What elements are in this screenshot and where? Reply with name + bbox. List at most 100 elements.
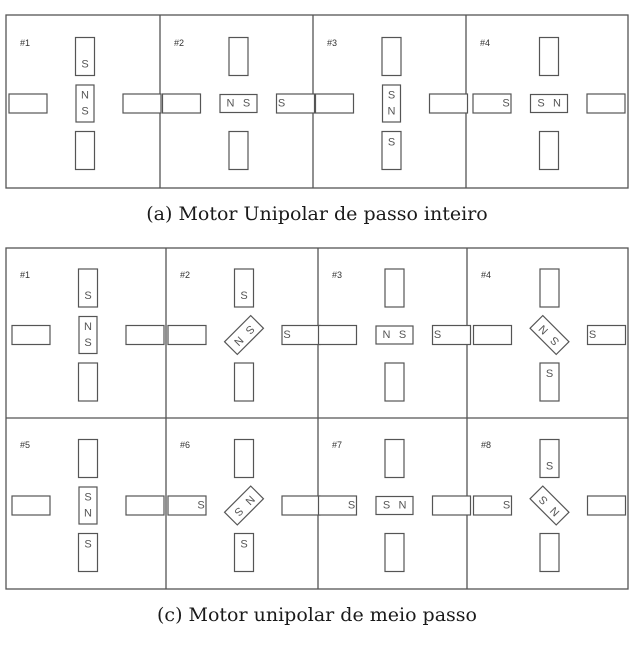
rotor-magnet: SN [529, 314, 570, 356]
step-label: #3 [327, 38, 337, 48]
pole-polarity-right: S [434, 329, 441, 341]
stator-pole-right [586, 93, 626, 114]
stator-pole-bottom [233, 362, 255, 402]
stator-pole-top [384, 438, 405, 479]
pole-polarity-right: S [589, 329, 596, 341]
stator-pole-left [314, 93, 355, 114]
stator-pole-right [428, 93, 469, 114]
pole-polarity-left: S [348, 500, 355, 512]
stator-pole-left [8, 93, 48, 114]
step-label: #4 [481, 270, 491, 280]
pole-polarity-left: S [503, 500, 510, 512]
step-label: #2 [180, 270, 190, 280]
rotor-magnet: NS [78, 315, 98, 355]
stator-pole-left [167, 324, 207, 346]
figure-frame [5, 14, 629, 189]
rotor-pole-label: S [383, 500, 390, 512]
stator-pole-top [77, 268, 99, 308]
stator-pole-bottom [384, 362, 405, 402]
rotor-pole-label: S [84, 492, 91, 504]
stator-pole-bottom [74, 130, 96, 171]
step-label: #6 [180, 440, 190, 450]
stator-pole-right [431, 324, 472, 346]
stator-pole-left [161, 93, 202, 114]
stator-pole-top [539, 438, 560, 479]
pole-polarity-right: S [283, 329, 290, 341]
stator-pole-right [281, 495, 321, 516]
step-label: #2 [174, 38, 184, 48]
stator-pole-bottom [381, 130, 402, 171]
rotor-pole-label: N [399, 500, 407, 512]
stator-pole-left [317, 495, 358, 516]
pole-polarity-bottom: S [240, 539, 247, 551]
pole-polarity-left: S [502, 98, 509, 110]
rotor-pole-label: N [383, 329, 391, 341]
stator-pole-left [11, 495, 51, 516]
step-panel-2: #2S S SN [167, 268, 321, 402]
rotor-pole-label: N [227, 98, 235, 110]
rotor-magnet: NS [529, 93, 569, 114]
stator-pole-bottom [228, 130, 249, 171]
rotor-pole-label: S [399, 329, 406, 341]
stator-pole-left [472, 495, 513, 516]
stator-pole-right [125, 324, 165, 346]
rotor-magnet: NS [75, 84, 95, 123]
stator-pole-bottom [539, 362, 560, 402]
rotor-pole-label: N [388, 106, 396, 118]
pole-polarity-left: S [197, 500, 204, 512]
pole-polarity-bottom: S [84, 539, 91, 551]
rotor-magnet: SN [78, 486, 98, 525]
stator-pole-right [586, 324, 627, 346]
rotor-pole-label: S [388, 90, 395, 102]
step-label: #8 [481, 440, 491, 450]
stator-pole-left [472, 324, 513, 346]
pole-polarity-top: S [546, 461, 553, 473]
rotor-pole-label: N [84, 508, 92, 520]
rotor-magnet: SN [223, 314, 265, 356]
step-label: #1 [20, 38, 30, 48]
figure-caption-a: (a) Motor Unipolar de passo inteiro [146, 203, 488, 225]
rotor-magnet: NS [223, 485, 265, 526]
rotor-pole-label: S [81, 106, 88, 118]
stator-pole-bottom [77, 532, 99, 573]
step-panel-6: #6S S NS [167, 438, 321, 573]
stator-pole-top [384, 268, 405, 308]
stator-pole-bottom [539, 532, 560, 573]
rotor-pole-label: S [243, 98, 250, 110]
rotor-magnet: NS [529, 485, 570, 526]
rotor-pole-label: S [537, 98, 544, 110]
stator-pole-bottom [77, 362, 99, 402]
rotor-pole-label: N [553, 98, 561, 110]
stator-pole-top [77, 438, 99, 479]
step-label: #4 [480, 38, 490, 48]
stator-pole-left [11, 324, 51, 346]
rotor-magnet: SN [381, 84, 402, 123]
rotor-magnet: NS [375, 495, 414, 516]
rotor-magnet: SN [375, 325, 414, 345]
stator-pole-top [233, 438, 255, 479]
step-label: #3 [332, 270, 342, 280]
stator-pole-left [167, 495, 207, 516]
pole-polarity-top: S [81, 59, 88, 71]
stator-pole-right [125, 495, 165, 516]
step-label: #1 [20, 270, 30, 280]
pole-polarity-bottom: S [546, 368, 553, 380]
step-label: #7 [332, 440, 342, 450]
pole-polarity-top: S [240, 290, 247, 302]
stator-pole-bottom [384, 532, 405, 573]
step-panel-8: #8S S NS [472, 438, 627, 573]
pole-polarity-top: S [84, 290, 91, 302]
stator-pole-right [122, 93, 162, 114]
stator-pole-top [381, 36, 402, 77]
stator-pole-top [74, 36, 96, 77]
rotor-pole-label: S [84, 337, 91, 349]
